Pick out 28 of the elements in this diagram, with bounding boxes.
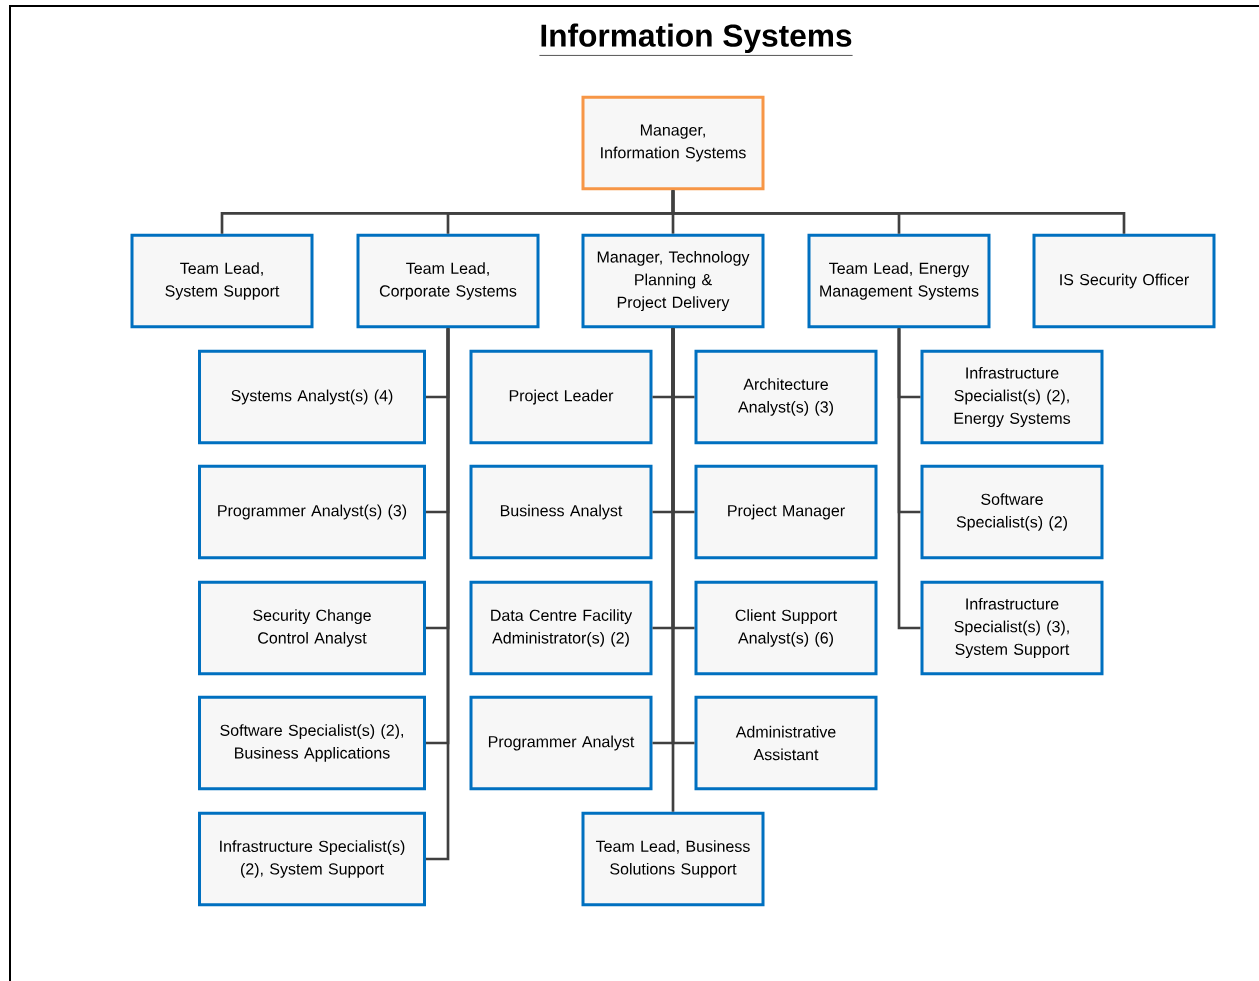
position-box: Administrative Assistant: [694, 695, 878, 791]
connector: [671, 190, 1126, 234]
position-box: IS Security Officer: [1032, 233, 1216, 329]
position-box: Infrastructure Specialist(s) (2), System Support: [198, 811, 426, 907]
position-box: Programmer Analyst(s) (3): [198, 464, 426, 560]
position-box: Systems Analyst(s) (4): [198, 349, 426, 445]
position-box: Software Specialist(s) (2), Business Applications: [198, 695, 426, 791]
position-box: Project Leader: [469, 349, 653, 445]
position-box: Project Manager: [694, 464, 878, 560]
connector: [897, 328, 921, 630]
position-box: Team Lead, Energy Management Systems: [807, 233, 991, 329]
position-box: Business Analyst: [469, 464, 653, 560]
position-box: Data Centre Facility Administrator(s) (2): [469, 580, 653, 676]
position-box: Software Specialist(s) (2): [920, 464, 1104, 560]
position-box: Team Lead, Business Solutions Support: [581, 811, 765, 907]
position-box: Manager, Information Systems: [581, 95, 765, 191]
position-box: Security Change Control Analyst: [198, 580, 426, 676]
position-box: Programmer Analyst: [469, 695, 653, 791]
title: Information Systems: [539, 23, 853, 56]
position-box: Manager, Technology Planning & Project Delivery: [581, 233, 765, 329]
position-box: Client Support Analyst(s) (6): [694, 580, 878, 676]
connector: [671, 328, 675, 812]
position-box: Architecture Analyst(s) (3): [694, 349, 878, 445]
position-box: Team Lead, Corporate Systems: [356, 233, 540, 329]
position-box: Team Lead, System Support: [130, 233, 314, 329]
position-box: Infrastructure Specialist(s) (2), Energy Systems: [920, 349, 1104, 445]
position-box: Infrastructure Specialist(s) (3), System Support: [920, 580, 1104, 676]
connector: [426, 328, 450, 861]
